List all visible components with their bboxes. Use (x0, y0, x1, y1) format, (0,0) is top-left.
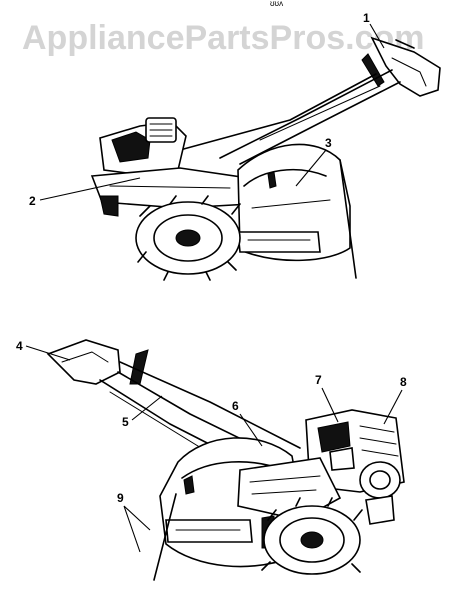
callout-5: 5 (122, 395, 163, 429)
callout-7: 7 (315, 373, 339, 423)
callout-label-4: 4 (16, 339, 23, 353)
callout-label-3: 3 (325, 136, 332, 150)
callout-1: 1 (363, 11, 385, 49)
callout-9: 9 (117, 491, 151, 553)
callout-label-9: 9 (117, 491, 124, 505)
callout-label-5: 5 (122, 415, 129, 429)
top-tiller-illustration (90, 36, 441, 281)
callout-4: 4 (16, 339, 71, 361)
callout-2: 2 (29, 177, 141, 208)
callout-6: 6 (232, 399, 263, 447)
callout-label-8: 8 (400, 375, 407, 389)
callout-label-1: 1 (363, 11, 370, 25)
bottom-tiller-illustration (46, 339, 405, 581)
callout-label-2: 2 (29, 194, 36, 208)
top-corner-text: ʊʊʌ (270, 0, 283, 8)
watermark-text: AppliancePartsPros.com (22, 19, 424, 57)
callout-8: 8 (383, 375, 407, 425)
callout-label-7: 7 (315, 373, 322, 387)
callout-label-6: 6 (232, 399, 239, 413)
callout-3: 3 (295, 136, 332, 187)
